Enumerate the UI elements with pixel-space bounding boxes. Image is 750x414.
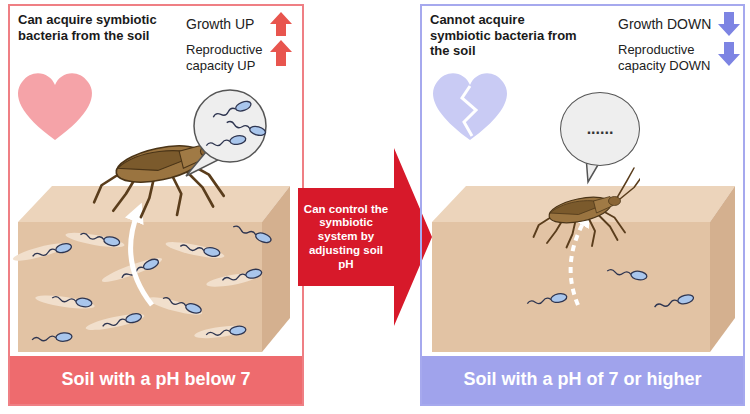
soil-streaks	[12, 230, 259, 341]
heart	[18, 73, 92, 140]
effect-label: Reproductive capacity DOWN	[618, 42, 714, 73]
soil-band: Soil with a pH below 7	[10, 356, 302, 404]
effect-label: Reproductive capacity UP	[186, 42, 276, 73]
broken-heart	[433, 73, 507, 140]
soil-front	[432, 222, 710, 352]
soil-top	[18, 186, 290, 222]
soil-side	[710, 186, 735, 352]
band-label: Soil with a pH of 7 or higher	[422, 356, 743, 404]
soil-bacteria	[527, 267, 695, 311]
down-arrow	[718, 42, 740, 66]
soil-bacteria	[32, 223, 273, 344]
speech-bubble	[194, 90, 266, 162]
band-label: Soil with a pH below 7	[10, 356, 302, 404]
arrow-label: Can control the symbiotic system by adju…	[300, 188, 392, 286]
control-arrow: Can control the symbiotic system by adju…	[298, 148, 432, 326]
soil-band: Soil with a pH of 7 or higher	[422, 356, 743, 404]
bubble-text: ......	[561, 93, 639, 165]
speech-bubble: ......	[560, 92, 640, 166]
uptake-arrow	[131, 212, 152, 305]
soil-side	[262, 186, 290, 352]
down-arrow	[718, 12, 740, 36]
panel-heading: Can acquire symbiotic bacteria from the …	[18, 12, 168, 43]
effect-label: Growth DOWN	[618, 16, 718, 33]
panel-heading: Cannot acquire symbiotic bacteria from t…	[430, 12, 580, 59]
heart-crack	[462, 86, 476, 136]
panel: Can acquire symbiotic bacteria from the …	[8, 4, 304, 406]
up-arrow	[270, 12, 292, 36]
gut-bacteria	[206, 100, 267, 150]
arrow-body	[298, 148, 432, 326]
panel: Cannot acquire symbiotic bacteria from t…	[420, 4, 745, 406]
effect-label: Growth UP	[186, 16, 272, 33]
up-arrow	[270, 40, 292, 66]
